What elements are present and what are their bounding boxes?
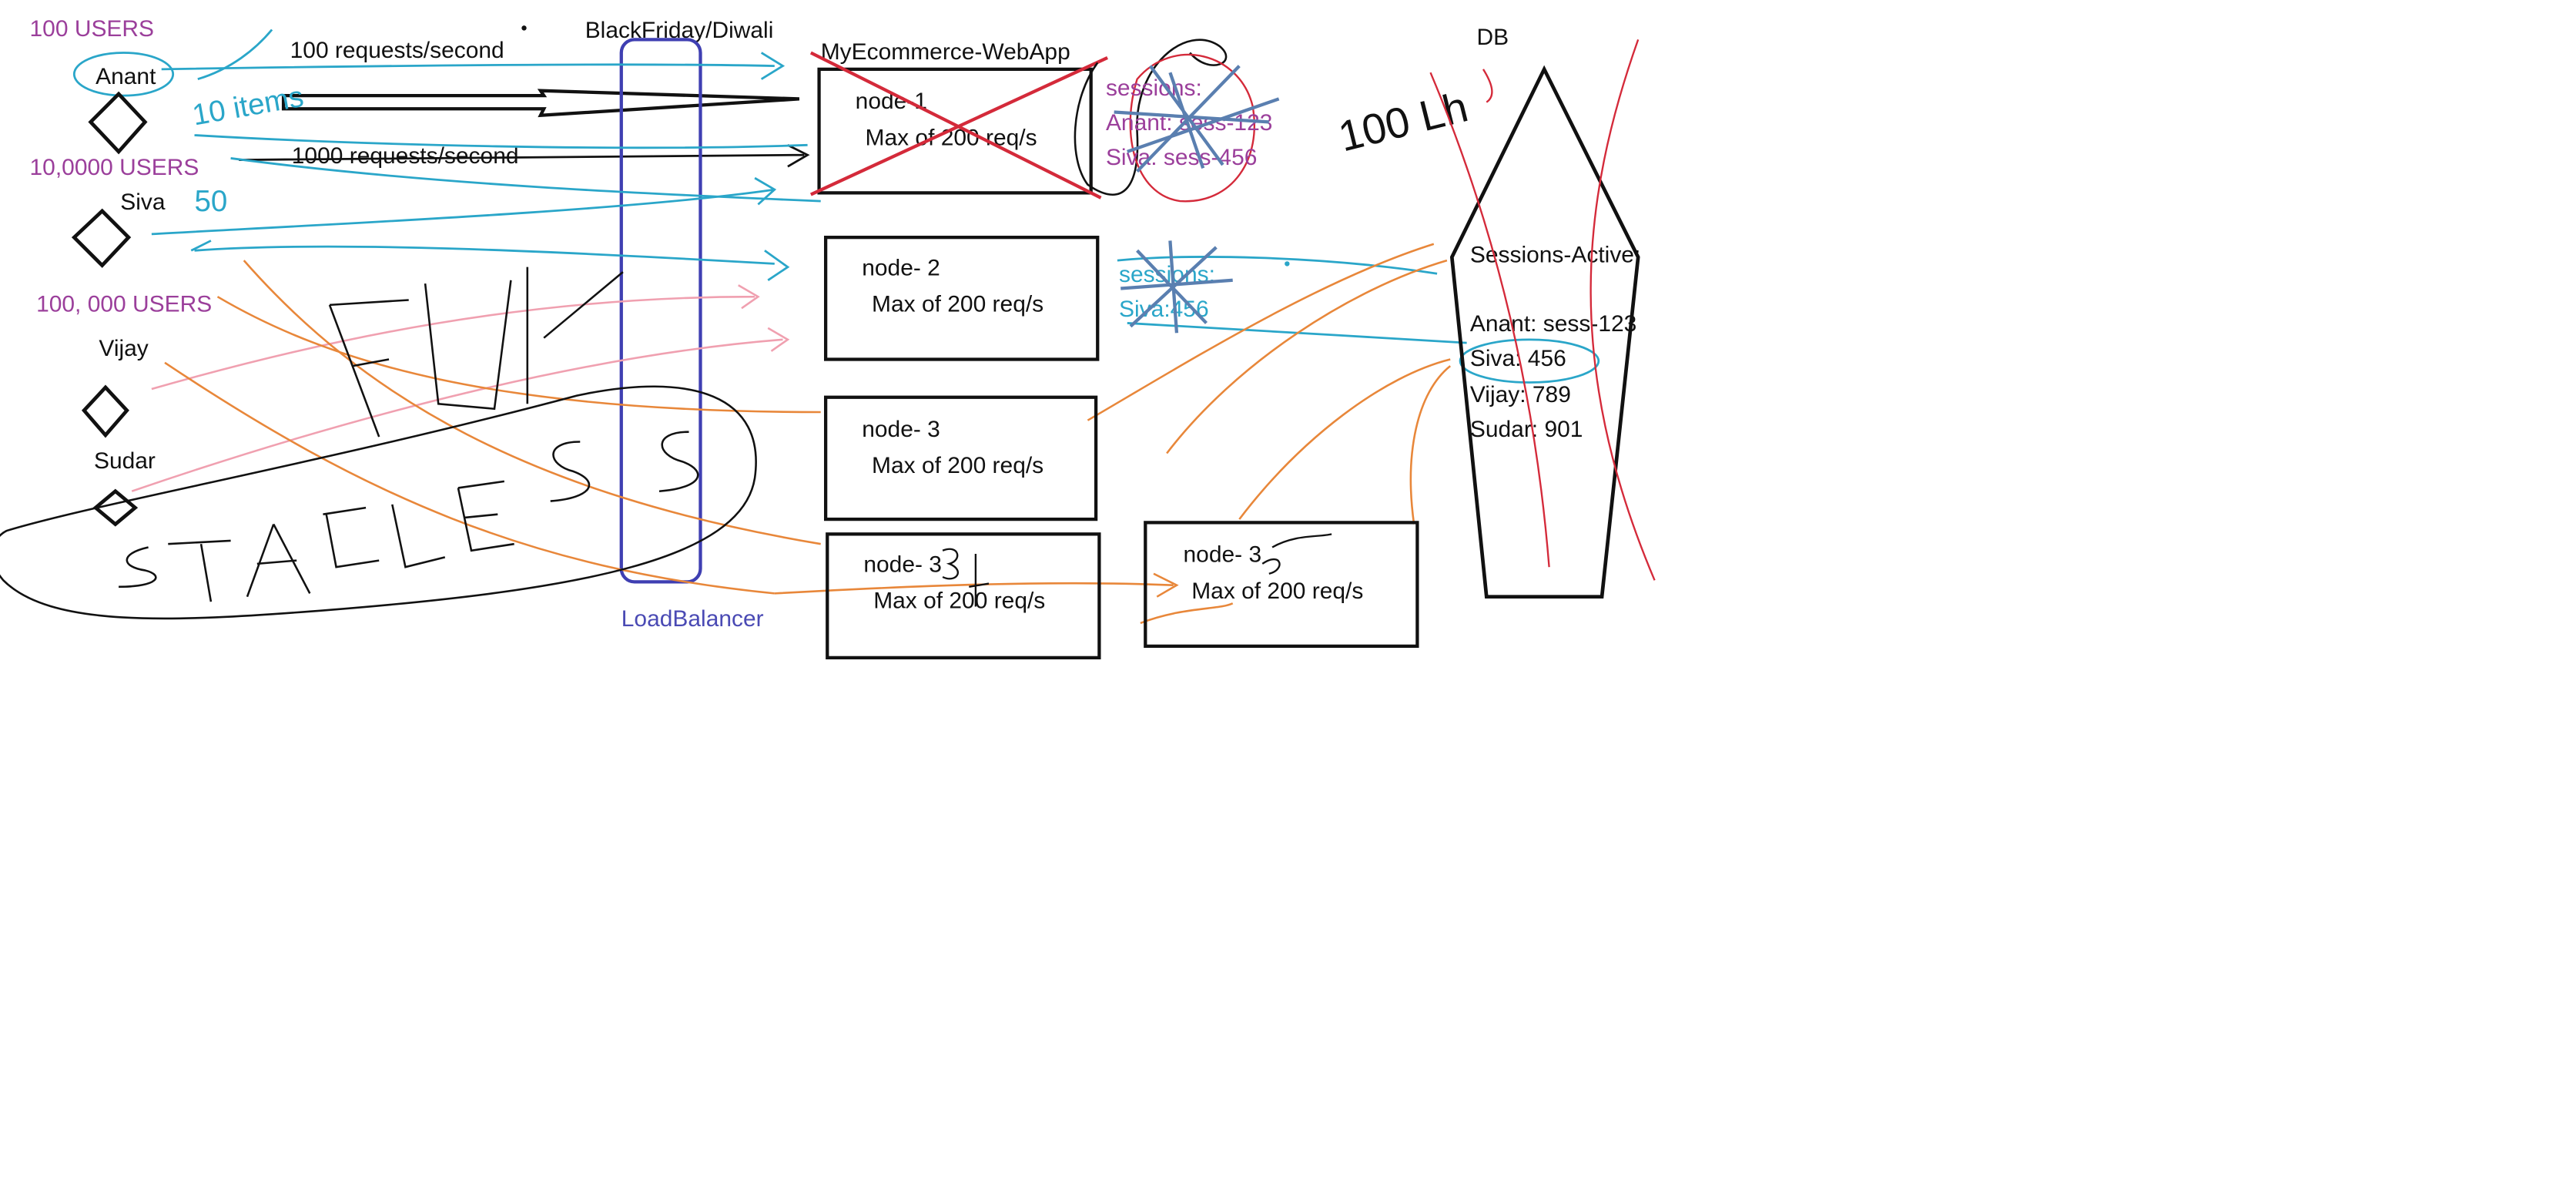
node-3c-capacity: Max of 200 req/s (1191, 578, 1363, 604)
node-1-box: node-1 Max of 200 req/s (809, 51, 1108, 200)
node-1-black-loop (1074, 39, 1228, 196)
user-sudar: Sudar (92, 448, 156, 527)
ink-dot (521, 25, 527, 31)
node-3a-name: node- 3 (862, 417, 940, 442)
user-vijay: 100, 000 USERS Vijay (36, 291, 212, 438)
big-request-arrow (281, 89, 800, 118)
node-2-capacity: Max of 200 req/s (872, 291, 1043, 317)
node-1-cross-mark (809, 51, 1108, 200)
vijay-diamond-icon (81, 384, 129, 438)
db-label: DB (1476, 25, 1509, 50)
node-3c-overwrite-mark (1261, 533, 1332, 575)
node-3b-capacity: Max of 200 req/s (873, 588, 1045, 614)
anant-highlight-circle (72, 52, 175, 97)
node-2-sessions-scratch (1121, 240, 1233, 334)
db-entry-sudar: Sudar: 901 (1470, 417, 1583, 442)
cyan-connections (151, 29, 1600, 384)
node-2-sessions: sessions: Siva:456 (1119, 240, 1290, 334)
full-scribble (328, 267, 624, 438)
node-3c-box: node- 3 Max of 200 req/s (1144, 521, 1419, 649)
pink-connections (131, 284, 790, 492)
ink-dot-node-2 (1285, 261, 1290, 267)
load-balancer-box (619, 38, 702, 584)
user-siva: 10,0000 USERS Siva (30, 155, 199, 268)
db-shape (1449, 65, 1640, 599)
scribble-fifty-note: 50 (195, 185, 228, 218)
node-2-box: node- 2 Max of 200 req/s (824, 236, 1100, 361)
stateless-scribble (0, 385, 757, 620)
node-3a-box: node- 3 Max of 200 req/s (824, 395, 1098, 521)
node-3b-overwrite-mark (942, 548, 990, 607)
node-3b-name: node- 3 (863, 552, 942, 578)
db-entry-vijay: Vijay: 789 (1470, 382, 1571, 407)
user-count-siva: 10,0000 USERS (30, 155, 199, 180)
db-sessions-title: Sessions-Active: (1470, 242, 1640, 267)
orange-connections (164, 243, 1452, 625)
request-arrow-bottom (239, 144, 810, 168)
user-name-siva: Siva (120, 189, 166, 215)
scribble-items-note: 10 items (190, 80, 307, 132)
siva-diamond-icon (71, 208, 132, 268)
db-entry-anant: Anant: sess-123 (1470, 311, 1636, 337)
app-title: MyEcommerce-WebApp (821, 39, 1070, 65)
database: DB Sessions-Active: Anant: sess-123 Siva… (1429, 25, 1656, 599)
node-1-sessions-scratch (1114, 65, 1280, 173)
node-1-sessions-title: sessions: (1106, 75, 1202, 101)
user-count-vijay: 100, 000 USERS (36, 291, 212, 317)
requests-top-label: 100 requests/second (290, 38, 504, 63)
scribble-hundred-lakh-note: 100 Lh (1334, 82, 1472, 160)
node-1-sessions-red-outline (1129, 53, 1256, 203)
user-name-anant: Anant (95, 64, 156, 89)
user-anant: 100 USERS Anant (30, 16, 175, 155)
node-3c-name: node- 3 (1184, 542, 1262, 568)
node-3a-capacity: Max of 200 req/s (872, 453, 1043, 478)
db-red-strikes (1429, 39, 1656, 581)
sudar-diamond-icon (92, 488, 139, 527)
user-name-vijay: Vijay (99, 336, 148, 361)
anant-diamond-icon (88, 91, 148, 155)
user-count-anant: 100 USERS (30, 16, 155, 42)
node-2-name: node- 2 (862, 255, 940, 280)
load-balancer-label: LoadBalancer (621, 606, 764, 632)
node-1-session-siva: Siva: sess-456 (1106, 145, 1257, 170)
user-name-sudar: Sudar (94, 448, 156, 474)
node-3b-box: node- 3 Max of 200 req/s (826, 532, 1101, 660)
requests-bottom-label: 1000 requests/second (292, 143, 519, 169)
node-1-sessions: sessions: Anant: sess-123 Siva: sess-456 (1106, 53, 1280, 203)
